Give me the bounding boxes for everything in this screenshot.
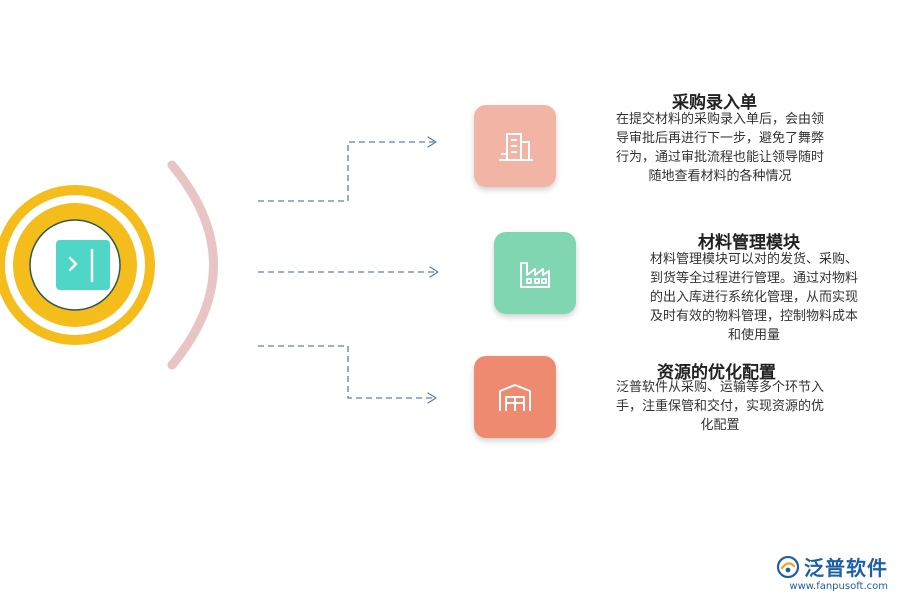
- desc-line: 导审批后再进行下一步，避免了舞弊: [615, 131, 824, 146]
- brand-url: www.fanpusoft.com: [789, 581, 888, 592]
- desc-line: 泛普软件从采购、运输等多个环节入: [615, 380, 824, 395]
- brand-watermark: 泛普软件 www.fanpusoft.com: [776, 552, 888, 592]
- brand-logo-icon: [776, 555, 800, 578]
- connector-bottom: [258, 345, 434, 399]
- brand-name: 泛普软件: [804, 556, 888, 580]
- desc-line: 手，注重保管和交付，实现资源的优: [615, 399, 824, 414]
- connectors: [258, 141, 436, 399]
- desc-line: 在提交材料的采购录入单后，会由领: [615, 112, 824, 127]
- item-title: 采购录入单: [672, 93, 757, 113]
- desc-line: 化配置: [700, 418, 740, 433]
- desc-line: 的出入库进行系统化管理，从而实现: [649, 290, 858, 305]
- factory-icon: [520, 262, 550, 288]
- connector-top: [258, 141, 434, 202]
- card-purchase-entry: [474, 105, 556, 187]
- panel-icon: [56, 240, 110, 290]
- item-description: 泛普软件从采购、运输等多个环节入 手，注重保管和交付，实现资源的优 化配置: [585, 378, 855, 435]
- arrowhead-top: [427, 136, 437, 148]
- card-resource-optimization: [474, 356, 556, 438]
- item-description: 在提交材料的采购录入单后，会由领 导审批后再进行下一步，避免了舞弊 行为，通过审…: [585, 110, 855, 186]
- arrowhead-middle: [429, 266, 439, 278]
- desc-line: 材料管理模块可以对的发货、采购、: [649, 252, 858, 267]
- desc-line: 到货等全过程进行管理。通过对物料: [649, 271, 858, 286]
- decorative-arc: [167, 160, 218, 370]
- arrowheads: [427, 136, 439, 404]
- desc-line: 及时有效的物料管理，控制物料成本: [649, 309, 858, 324]
- desc-line: 行为，通过审批流程也能让领导随时: [615, 150, 824, 165]
- panel-chevron: [68, 256, 78, 272]
- item-title: 资源的优化配置: [657, 363, 776, 383]
- item-description: 材料管理模块可以对的发货、采购、 到货等全过程进行管理。通过对物料 的出入库进行…: [618, 250, 890, 345]
- center-hub: [0, 185, 155, 345]
- building-icon: [499, 133, 533, 161]
- brand-row: 泛普软件: [776, 552, 888, 581]
- desc-line: 和使用量: [727, 328, 780, 343]
- warehouse-icon: [499, 384, 531, 411]
- desc-line: 随地查看材料的各种情况: [648, 169, 792, 184]
- item-title: 材料管理模块: [698, 233, 800, 253]
- arrowhead-bottom: [427, 392, 437, 404]
- card-material-management: [494, 232, 576, 314]
